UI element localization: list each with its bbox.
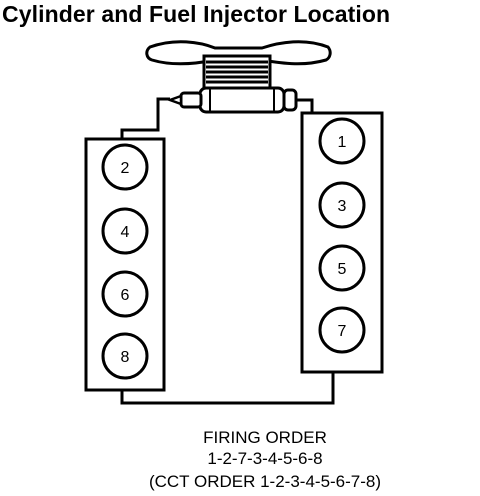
fuel-rail-icon [166, 86, 298, 114]
cylinder: 5 [318, 244, 366, 292]
cylinder: 4 [101, 207, 149, 255]
firing-order-sequence: 1-2-7-3-4-5-6-8 [207, 449, 323, 468]
cylinder: 3 [318, 181, 366, 229]
cylinder: 7 [318, 306, 366, 354]
cylinder: 1 [318, 117, 366, 165]
cylinder: 2 [101, 143, 149, 191]
page-title: Cylinder and Fuel Injector Location [2, 1, 391, 27]
distributor-icon [145, 40, 332, 90]
cylinder-number: 6 [121, 287, 130, 304]
cylinder-number: 8 [121, 349, 130, 366]
cylinder: 8 [101, 332, 149, 380]
cylinder-number: 5 [338, 261, 347, 278]
fuel-line [120, 97, 335, 405]
firing-order-label: FIRING ORDER [203, 428, 327, 447]
cylinder-number: 7 [338, 323, 347, 340]
cylinder-number: 1 [338, 134, 347, 151]
cct-order-sequence: (CCT ORDER 1-2-3-4-5-6-7-8) [148, 472, 382, 491]
cylinder-number: 3 [338, 198, 347, 215]
cylinder: 6 [101, 270, 149, 318]
cylinder-number: 4 [121, 224, 130, 241]
cylinder-number: 2 [121, 160, 130, 177]
